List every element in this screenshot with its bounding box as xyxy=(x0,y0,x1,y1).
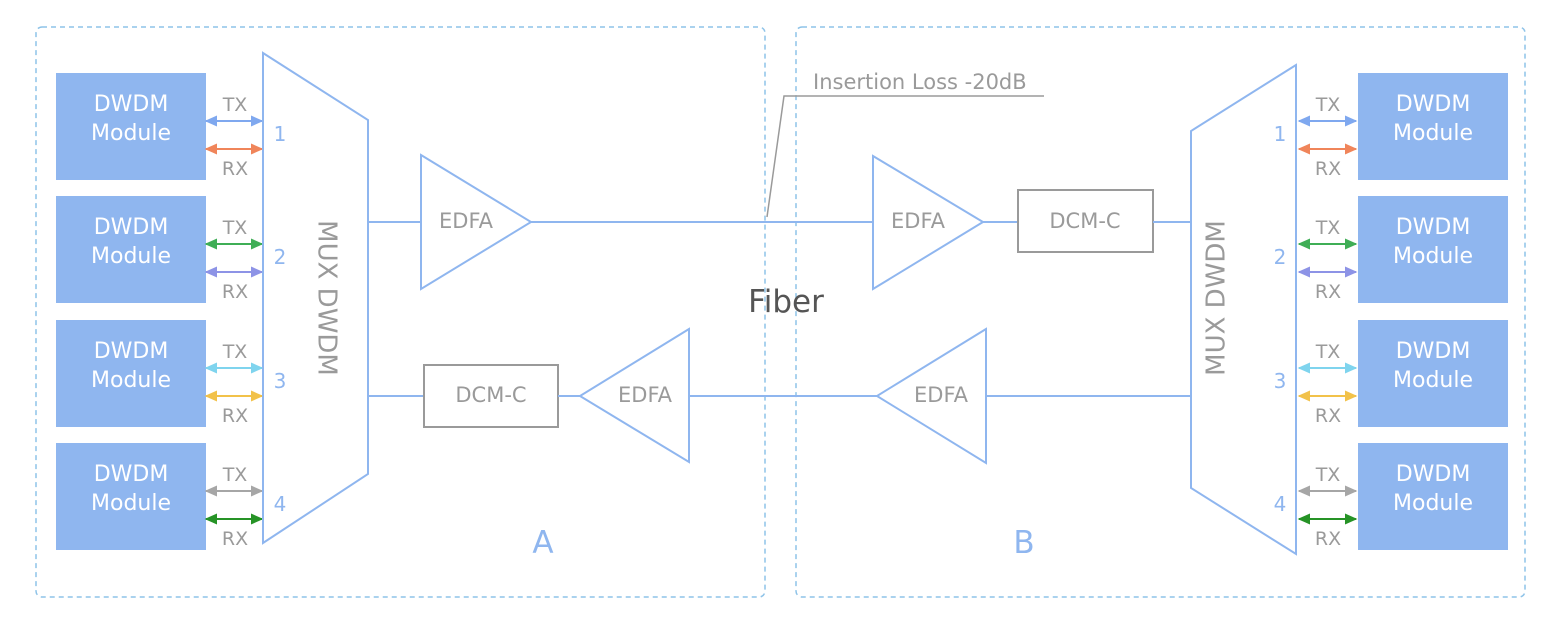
edfa-a-tx-amplifier xyxy=(420,153,533,291)
module-label-line1: DWDM xyxy=(94,215,169,240)
module-label-line2: Module xyxy=(1393,121,1473,146)
channel-number-b-2: 2 xyxy=(1274,245,1287,269)
edfa-b-rx-amplifier xyxy=(872,154,985,291)
tx-label: TX xyxy=(1315,94,1341,116)
dwdm-module-a-1 xyxy=(56,73,206,180)
edfa-a-rx-label: EDFA xyxy=(618,383,673,407)
channel-number-b-1: 1 xyxy=(1274,122,1287,146)
insertion-loss-leader xyxy=(766,95,1044,218)
rx-label: RX xyxy=(222,405,248,427)
rx-label: RX xyxy=(222,158,248,180)
module-label-line1: DWDM xyxy=(1396,339,1471,364)
rx-label: RX xyxy=(1315,528,1341,550)
rx-label: RX xyxy=(1315,158,1341,180)
channel-number-b-4: 4 xyxy=(1274,492,1287,516)
edfa-b-rx-label: EDFA xyxy=(891,209,946,233)
site-a-boundary xyxy=(35,26,766,598)
edfa-b-tx-label: EDFA xyxy=(914,383,969,407)
channel-number-b-3: 3 xyxy=(1274,369,1287,393)
dwdm-module-b-4 xyxy=(1358,443,1508,550)
tx-label: TX xyxy=(1315,217,1341,239)
dcm-c-b-label: DCM-C xyxy=(1049,209,1120,233)
site-a-label: A xyxy=(532,525,553,561)
module-label-line2: Module xyxy=(1393,491,1473,516)
module-label-line1: DWDM xyxy=(94,339,169,364)
rx-label: RX xyxy=(1315,281,1341,303)
dwdm-module-a-4 xyxy=(56,443,206,550)
dwdm-module-a-2 xyxy=(56,196,206,303)
module-label-line1: DWDM xyxy=(1396,215,1471,240)
site-b-boundary xyxy=(795,26,1526,598)
rx-label: RX xyxy=(222,281,248,303)
module-label-line2: Module xyxy=(91,244,171,269)
dwdm-module-b-2 xyxy=(1358,196,1508,303)
tx-label: TX xyxy=(222,341,248,363)
tx-label: TX xyxy=(222,464,248,486)
channel-number-a-1: 1 xyxy=(274,122,287,146)
module-label-line2: Module xyxy=(91,491,171,516)
tx-label: TX xyxy=(1315,341,1341,363)
mux-b-trapezoid xyxy=(1190,63,1297,556)
mux-a-trapezoid xyxy=(262,51,369,545)
site-b-modules: DWDMModuleTXRX1DWDMModuleTXRX2DWDMModule… xyxy=(1274,73,1508,550)
module-label-line1: DWDM xyxy=(94,462,169,487)
rx-label: RX xyxy=(222,528,248,550)
dwdm-module-b-3 xyxy=(1358,320,1508,427)
module-label-line1: DWDM xyxy=(94,92,169,117)
module-label-line1: DWDM xyxy=(1396,462,1471,487)
channel-number-a-4: 4 xyxy=(274,492,287,516)
insertion-loss-label: Insertion Loss -20dB xyxy=(813,70,1027,94)
rx-label: RX xyxy=(1315,405,1341,427)
module-label-line2: Module xyxy=(1393,244,1473,269)
dcm-c-a-label: DCM-C xyxy=(455,383,526,407)
site-b-label: B xyxy=(1013,525,1034,561)
fiber-label: Fiber xyxy=(748,284,824,320)
tx-label: TX xyxy=(1315,464,1341,486)
edfa-a-tx-label: EDFA xyxy=(439,209,494,233)
module-label-line2: Module xyxy=(1393,368,1473,393)
site-a-modules: DWDMModuleTXRX1DWDMModuleTXRX2DWDMModule… xyxy=(56,73,286,550)
dwdm-module-a-3 xyxy=(56,320,206,427)
module-label-line2: Module xyxy=(91,368,171,393)
mux-b-label: MUX DWDM xyxy=(1202,220,1232,376)
tx-label: TX xyxy=(222,217,248,239)
dcm-c-b-box xyxy=(1017,189,1154,253)
dwdm-module-b-1 xyxy=(1358,73,1508,180)
mux-a-label: MUX DWDM xyxy=(312,220,342,376)
channel-number-a-2: 2 xyxy=(274,245,287,269)
module-label-line2: Module xyxy=(91,121,171,146)
tx-label: TX xyxy=(222,94,248,116)
module-label-line1: DWDM xyxy=(1396,92,1471,117)
channel-number-a-3: 3 xyxy=(274,369,287,393)
